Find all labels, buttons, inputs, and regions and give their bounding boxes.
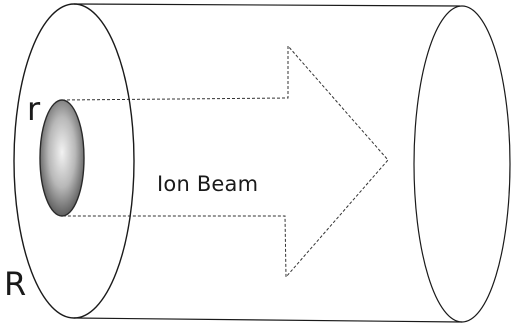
cylinder-back-end [413,5,511,323]
beam-cross-section-spot [39,99,85,217]
ion-beam-label: Ion Beam [157,172,259,196]
outer-radius-label: R [4,265,27,303]
ion-beam-arrow [61,44,389,279]
cylinder-bottom-edge [73,317,463,323]
inner-radius-label: r [27,90,41,128]
cylinder-top-edge [73,3,461,7]
cylinder-front-end [13,3,135,319]
